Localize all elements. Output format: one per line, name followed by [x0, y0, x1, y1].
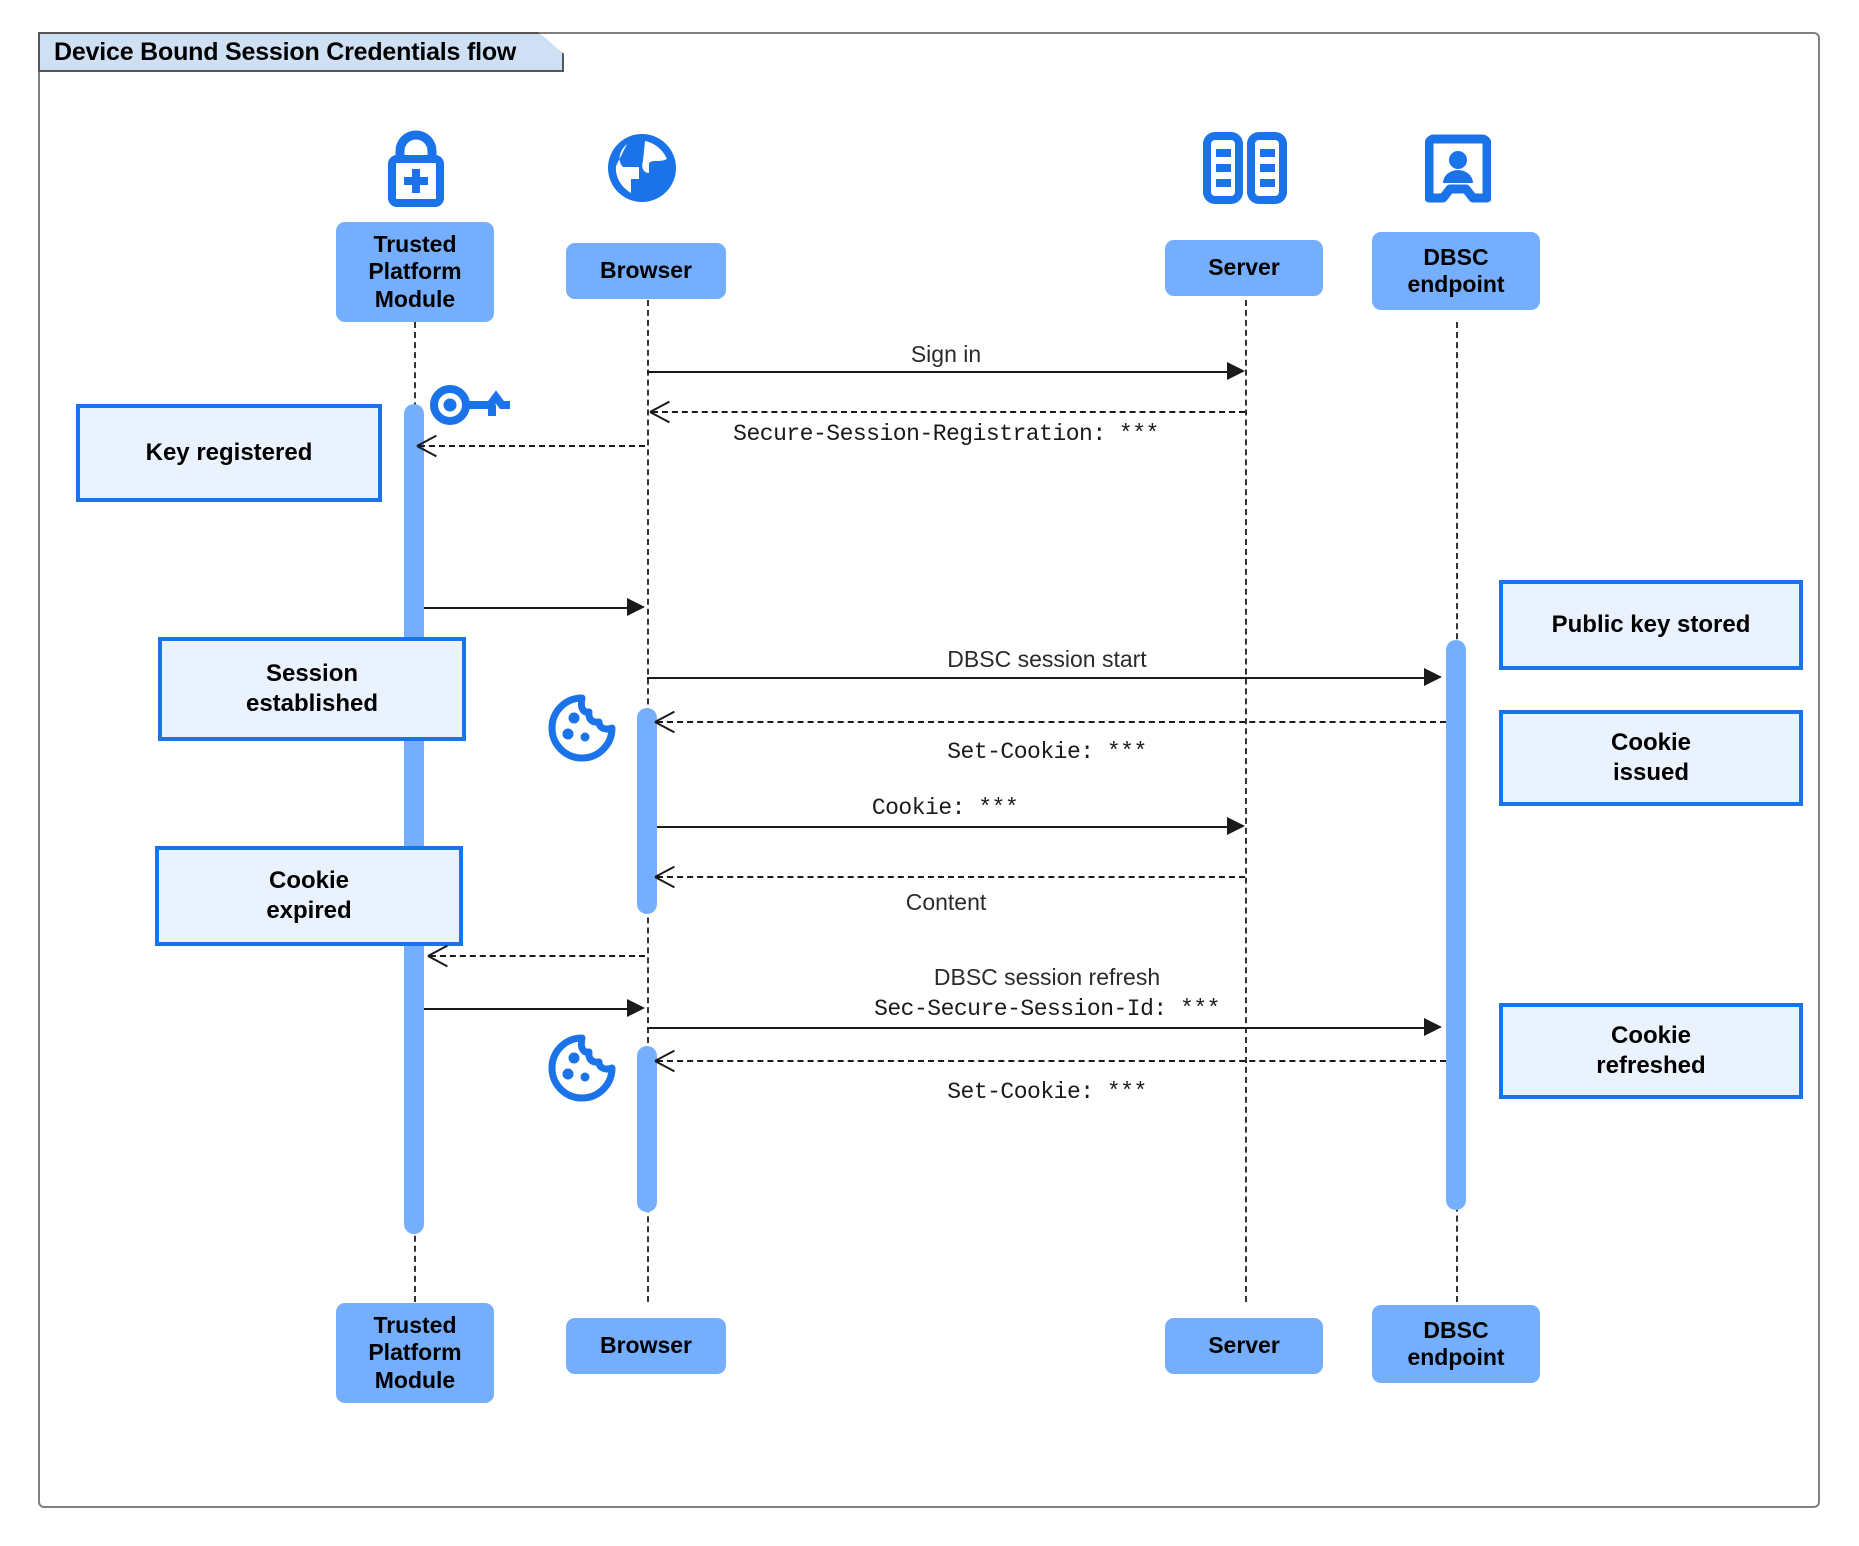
participant-label: Browser [599, 257, 693, 284]
note-public-key-stored: Public key stored [1499, 580, 1803, 670]
diagram-title: Device Bound Session Credentials flow [38, 32, 564, 72]
note-label: Cookie expired [266, 867, 352, 924]
message-line-secure-session-registration [652, 411, 1245, 413]
participant-tpm-top[interactable]: Trusted Platform Module [336, 222, 494, 322]
message-label-sign-in: Sign in [910, 341, 982, 367]
participant-label: Browser [599, 1332, 693, 1359]
message-line-cookie [657, 826, 1233, 828]
message-label-content: Content [905, 889, 987, 915]
message-label-sec-secure-session-id: Sec-Secure-Session-Id: *** [874, 996, 1220, 1022]
message-line-tpm-to-browser-refresh [424, 1008, 633, 1010]
arrow-head-tpm-to-browser-key [627, 598, 645, 616]
arrow-head-tpm-to-browser-refresh [627, 999, 645, 1017]
lifeline-server [1245, 290, 1247, 1302]
diagram-frame [38, 32, 1820, 1508]
note-cookie-refreshed: Cookie refreshed [1499, 1003, 1803, 1099]
message-label-set-cookie-2: Set-Cookie: *** [947, 1079, 1147, 1105]
note-label: Session established [245, 660, 379, 717]
participant-label: DBSC endpoint [1407, 1316, 1505, 1370]
participant-label: Server [1208, 254, 1280, 281]
participant-browser-bottom[interactable]: Browser [566, 1318, 726, 1374]
message-label-secure-session-registration: Secure-Session-Registration: *** [733, 421, 1159, 447]
arrow-head-dbsc-session-start [1424, 668, 1442, 686]
globe-icon [601, 127, 683, 209]
id-badge-icon [1424, 130, 1492, 208]
padlock-plus-icon [370, 125, 462, 207]
activation-bar-browser-2 [637, 1046, 657, 1212]
cookie-icon [546, 692, 618, 764]
server-rack-icon [1201, 132, 1289, 206]
arrow-head-sign-in [1227, 362, 1245, 380]
message-label-dbsc-session-refresh: DBSC session refresh [933, 964, 1161, 990]
note-label: Cookie refreshed [1596, 1022, 1706, 1079]
note-key-registered: Key registered [76, 404, 382, 502]
participant-label: Server [1208, 1332, 1280, 1359]
participant-server-bottom[interactable]: Server [1165, 1318, 1323, 1374]
participant-browser-top[interactable]: Browser [566, 243, 726, 299]
participant-dbsc-top[interactable]: DBSC endpoint [1372, 232, 1540, 310]
participant-label: DBSC endpoint [1407, 243, 1505, 297]
note-cookie-expired: Cookie expired [155, 846, 463, 946]
arrow-head-cookie [1227, 817, 1245, 835]
note-label: Public key stored [1551, 611, 1751, 638]
message-label-dbsc-session-start: DBSC session start [947, 646, 1147, 672]
participant-tpm-bottom[interactable]: Trusted Platform Module [336, 1303, 494, 1403]
note-session-established: Session established [158, 637, 466, 741]
arrow-head-dbsc-session-refresh [1424, 1018, 1442, 1036]
participant-label: Trusted Platform Module [368, 1312, 462, 1393]
message-label-set-cookie-1: Set-Cookie: *** [947, 739, 1147, 765]
message-label-cookie: Cookie: *** [871, 795, 1019, 821]
participant-label: Trusted Platform Module [368, 231, 462, 312]
message-line-content [657, 876, 1245, 878]
note-cookie-issued: Cookie issued [1499, 710, 1803, 806]
message-line-set-cookie-1 [657, 721, 1446, 723]
message-line-sign-in [647, 371, 1233, 373]
note-label: Cookie issued [1610, 729, 1691, 786]
activation-bar-tpm [404, 404, 424, 1234]
message-line-browser-to-tpm-refresh [430, 955, 645, 957]
message-line-set-cookie-2 [657, 1060, 1446, 1062]
activation-bar-dbsc-1 [1446, 640, 1466, 1210]
key-icon [428, 380, 514, 430]
note-label: Key registered [145, 439, 313, 466]
participant-server-top[interactable]: Server [1165, 240, 1323, 296]
message-line-tpm-to-browser-key [424, 607, 633, 609]
message-line-browser-to-tpm-register [419, 445, 645, 447]
message-line-dbsc-session-start [647, 677, 1430, 679]
cookie-icon [546, 1032, 618, 1104]
activation-bar-browser-1 [637, 708, 657, 914]
participant-dbsc-bottom[interactable]: DBSC endpoint [1372, 1305, 1540, 1383]
message-line-dbsc-session-refresh [647, 1027, 1430, 1029]
